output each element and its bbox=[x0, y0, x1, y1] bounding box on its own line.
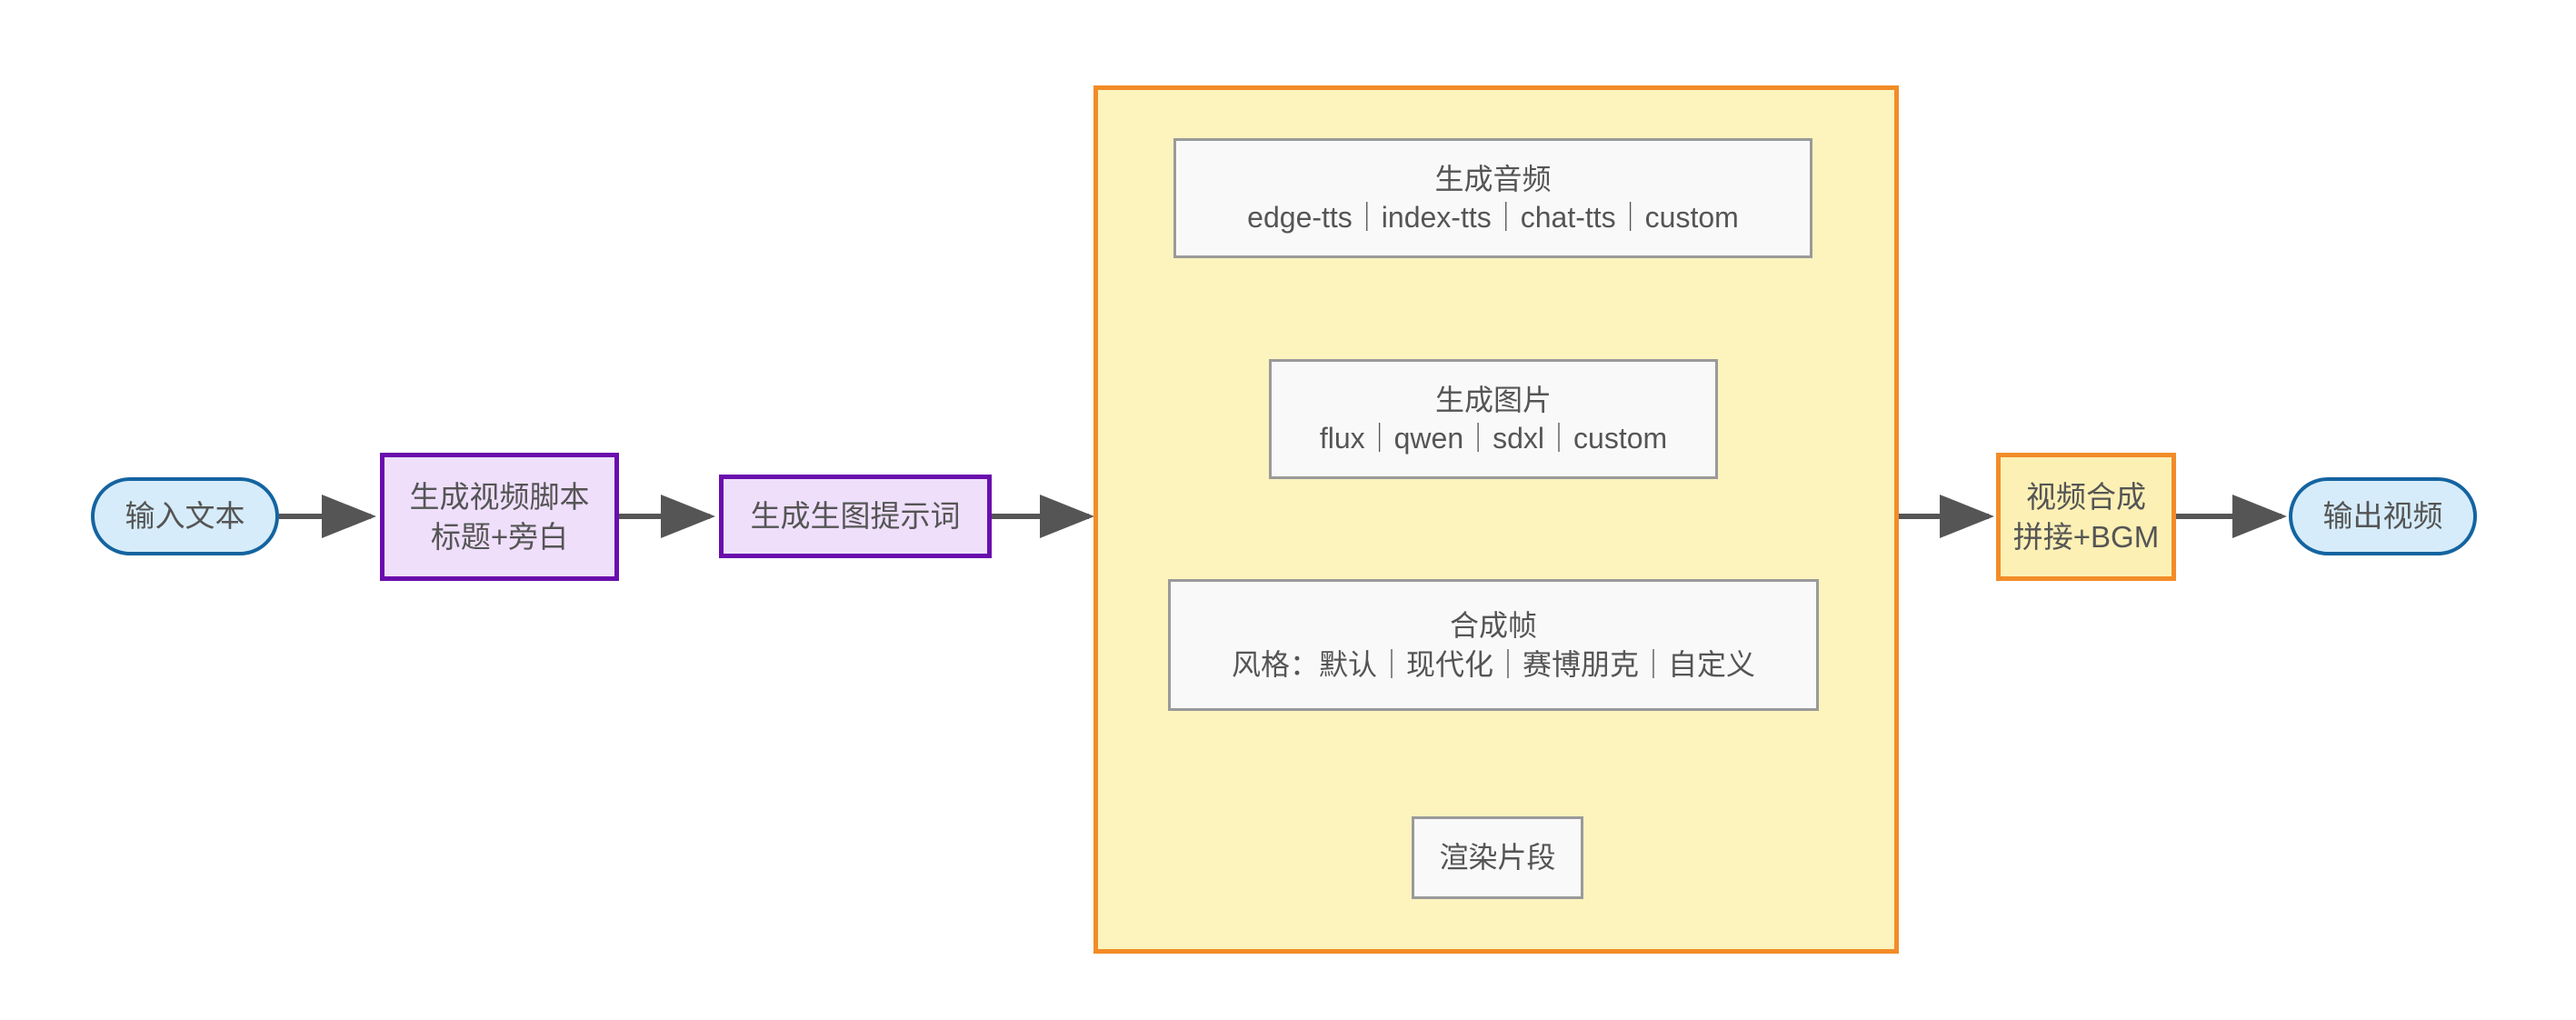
node-render-clip-label: 渲染片段 bbox=[1439, 841, 1556, 875]
node-generate-audio[interactable]: 生成音频 edge-tts｜index-tts｜chat-tts｜custom bbox=[1173, 138, 1812, 258]
node-render-clip[interactable]: 渲染片段 bbox=[1412, 816, 1583, 899]
node-output-video[interactable]: 输出视频 bbox=[2289, 477, 2477, 555]
node-generate-prompt-label: 生成生图提示词 bbox=[750, 499, 961, 534]
node-video-compose-line1: 视频合成 bbox=[2026, 479, 2146, 514]
node-output-video-label: 输出视频 bbox=[2322, 499, 2443, 534]
node-generate-audio-line2: edge-tts｜index-tts｜chat-tts｜custom bbox=[1247, 201, 1739, 234]
node-input-text[interactable]: 输入文本 bbox=[91, 477, 279, 555]
node-generate-script-line2: 标题+旁白 bbox=[430, 519, 569, 554]
node-generate-image[interactable]: 生成图片 flux｜qwen｜sdxl｜custom bbox=[1269, 359, 1718, 479]
node-compose-frame[interactable]: 合成帧 风格：默认｜现代化｜赛博朋克｜自定义 bbox=[1168, 579, 1819, 711]
node-generate-audio-line1: 生成音频 bbox=[1434, 162, 1552, 195]
node-generate-image-line1: 生成图片 bbox=[1434, 383, 1552, 416]
node-generate-script[interactable]: 生成视频脚本 标题+旁白 bbox=[380, 453, 619, 581]
node-video-compose[interactable]: 视频合成 拼接+BGM bbox=[1996, 453, 2176, 581]
node-generate-image-line2: flux｜qwen｜sdxl｜custom bbox=[1319, 422, 1668, 455]
node-generate-prompt[interactable]: 生成生图提示词 bbox=[719, 475, 992, 558]
node-compose-frame-line2: 风格：默认｜现代化｜赛博朋克｜自定义 bbox=[1231, 647, 1755, 681]
node-compose-frame-line1: 合成帧 bbox=[1449, 609, 1537, 643]
node-generate-script-line1: 生成视频脚本 bbox=[409, 479, 590, 514]
node-video-compose-line2: 拼接+BGM bbox=[2012, 519, 2160, 554]
node-input-text-label: 输入文本 bbox=[125, 499, 245, 534]
